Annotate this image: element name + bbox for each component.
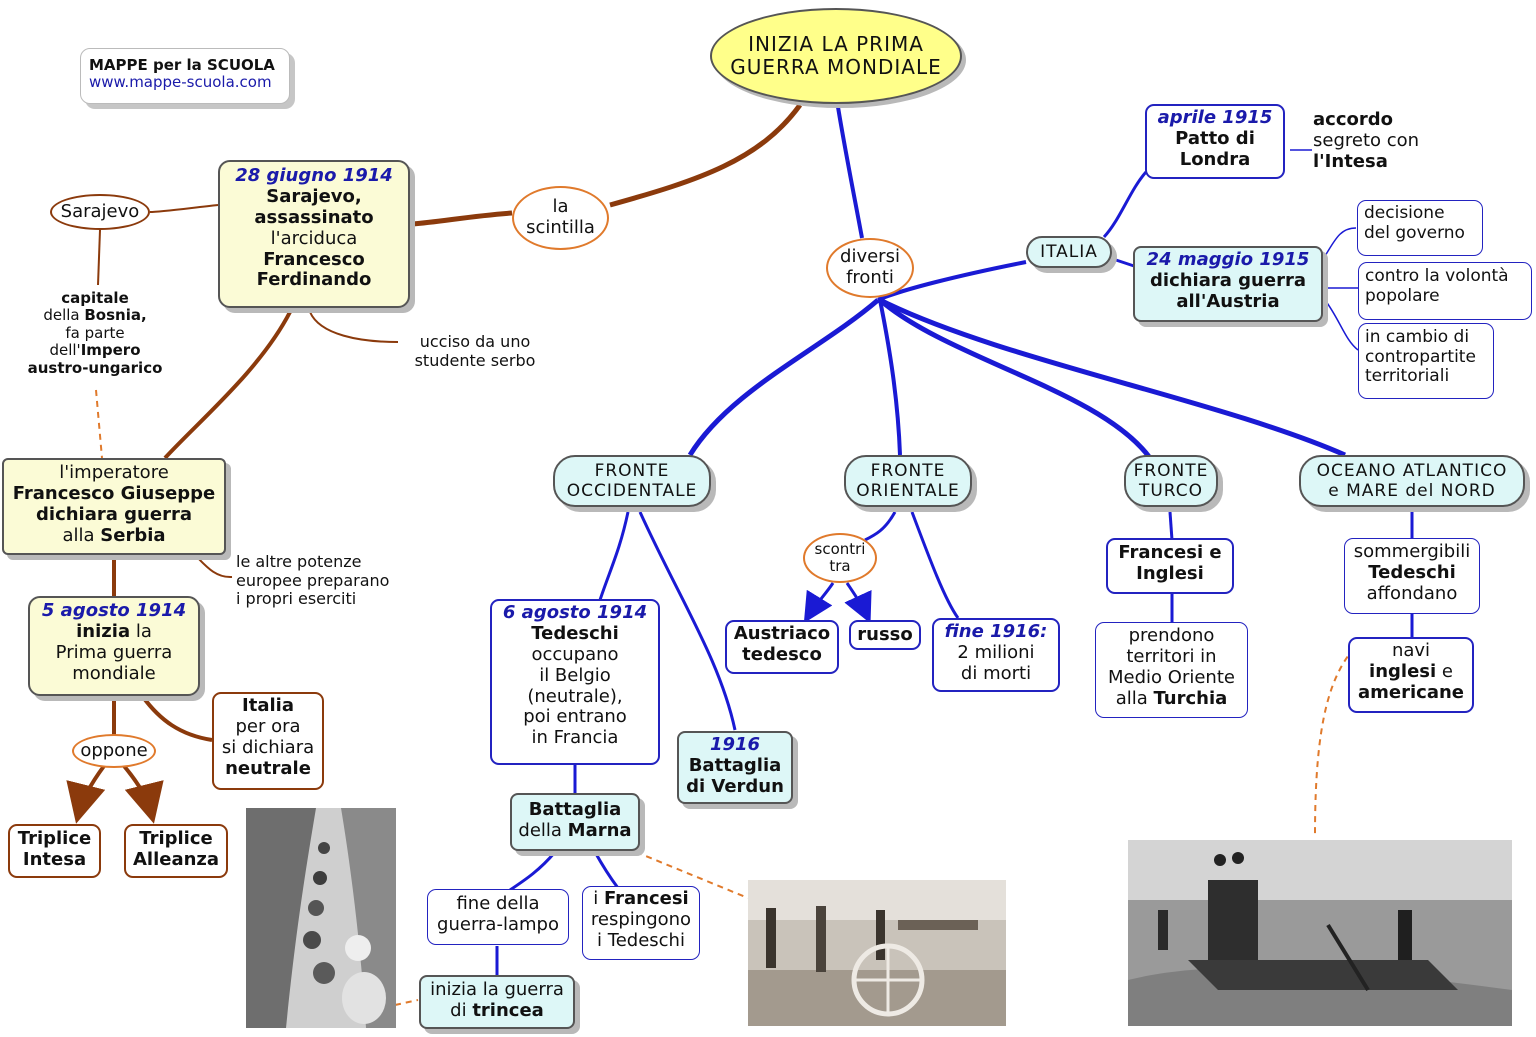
oval-scontri: scontri tra [803,533,877,583]
pill-fronte-turco: FRONTE TURCO [1124,455,1218,507]
node-italia-neutrale: Italia per ora si dichiara neutrale [212,692,324,790]
node-medio-oriente: prendono territori in Medio Oriente alla… [1095,622,1248,718]
text-accordo: accordo segreto con l'Intesa [1313,109,1420,172]
pill-oceano-atlantico: OCEANO ATLANTICO e MARE del NORD [1299,455,1525,507]
pill-fronte-orientale: FRONTE ORIENTALE [844,455,972,507]
photo-trench [246,808,396,1028]
pill-italia: ITALIA [1026,236,1112,268]
node-motivo-volonta: contro la volontà popolare [1358,262,1532,320]
node-verdun: 1916 Battaglia di Verdun [677,731,793,804]
oval-scintilla: la scintilla [512,186,609,250]
node-navi: navi inglesi e americane [1348,637,1474,713]
node-motivo-governo: decisione del governo [1357,200,1483,256]
text-capitale: capitale della Bosnia, fa parte dell'Imp… [27,289,163,377]
photo-cannon [748,880,1006,1026]
node-guerra-lampo: fine della guerra-lampo [427,889,569,945]
date-label: 28 giugno 1914 [235,165,393,186]
node-belgio: 6 agosto 1914 Tedeschi occupano il Belgi… [490,599,660,765]
node-triplice-alleanza: Triplice Alleanza [124,824,228,878]
root-line2: GUERRA MONDIALE [730,55,942,79]
node-trincea: inizia la guerra di trincea [419,975,575,1029]
node-morti: fine 1916: 2 milioni di morti [932,618,1060,692]
node-triplice-intesa: Triplice Intesa [8,824,101,878]
text-ucciso: ucciso da uno studente serbo [414,332,536,370]
node-sommergibili: sommergibili Tedeschi affondano [1344,538,1480,614]
brand-title: MAPPE per la SCUOLA [89,56,275,74]
node-francesi-inglesi: Francesi e Inglesi [1106,538,1234,594]
root-topic: INIZIA LA PRIMA GUERRA MONDIALE [710,8,962,104]
node-patto-londra: aprile 1915 Patto di Londra [1145,104,1285,179]
text-potenze: le altre potenze europee preparano i pro… [236,552,390,609]
node-inizio-guerra: 5 agosto 1914 inizia la Prima guerra mon… [28,596,200,696]
node-attentato: 28 giugno 1914 Sarajevo, assassinato l'a… [218,160,410,308]
oval-sarajevo: Sarajevo [50,194,150,230]
node-imperatore: l'imperatore Francesco Giuseppe dichiara… [2,458,226,555]
node-motivo-territori: in cambio di contropartite territoriali [1358,323,1494,399]
oval-diversi-fronti: diversi fronti [826,238,914,298]
node-respingono: i Francesi respingono i Tedeschi [582,886,700,960]
node-dichiarazione-italia: 24 maggio 1915 dichiara guerra all'Austr… [1133,246,1323,322]
oval-oppone: oppone [72,734,156,768]
brand-url-link[interactable]: www.mappe-scuola.com [89,73,272,92]
node-russo: russo [849,620,921,650]
photo-submarine [1128,840,1512,1026]
node-marna: Battaglia della Marna [510,793,640,851]
pill-fronte-occidentale: FRONTE OCCIDENTALE [553,455,711,507]
root-line1: INIZIA LA PRIMA [748,31,924,56]
node-austriaco-tedesco: Austriaco tedesco [725,620,839,674]
brand-box: MAPPE per la SCUOLA www.mappe-scuola.com [80,48,290,104]
